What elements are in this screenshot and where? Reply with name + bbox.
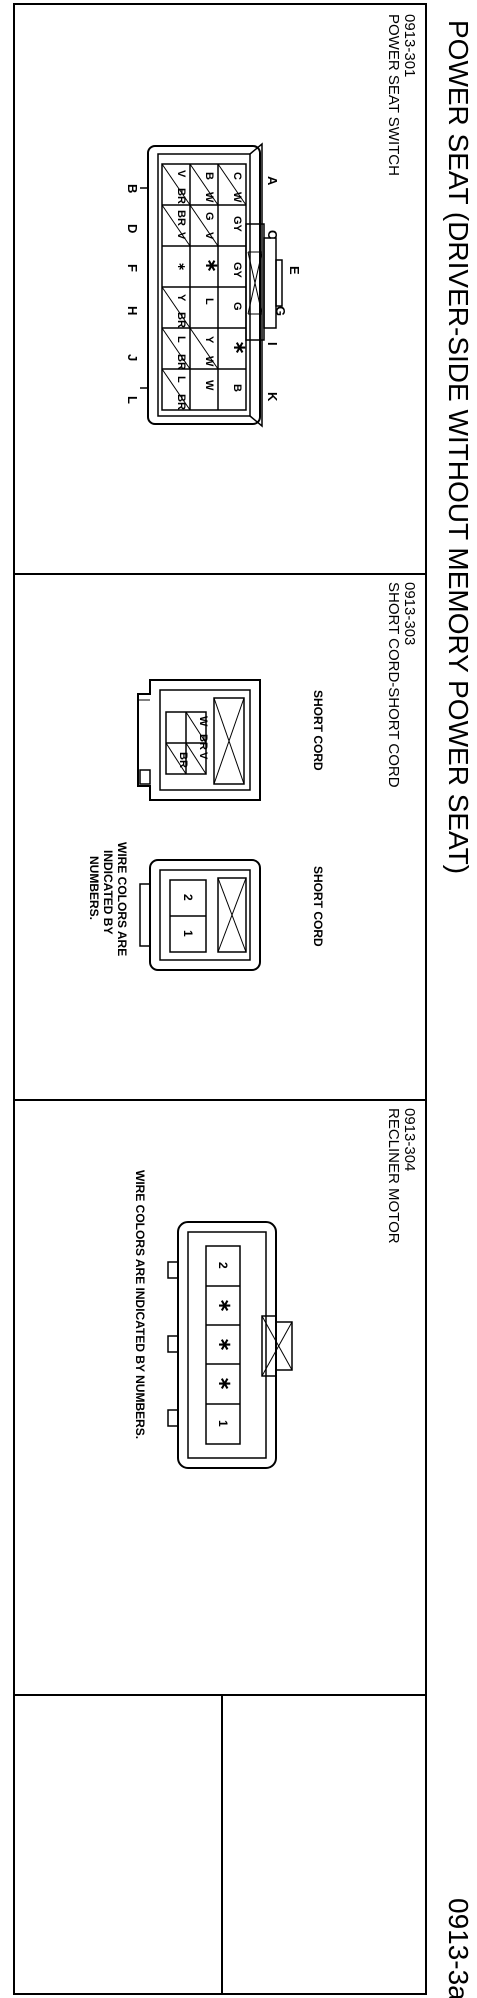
cavity-label: V: [175, 232, 187, 240]
recliner-pin-label: ∗: [215, 1298, 235, 1313]
connector-301-name: POWER SEAT SWITCH: [385, 14, 402, 176]
short-cord-label-lower: SHORT CORD: [311, 866, 325, 947]
terminal-letter: H: [125, 306, 140, 315]
short-cord-male-connector: W BR V BR SHORT CORD: [137, 679, 325, 801]
terminal-letter: L: [125, 396, 140, 404]
cavity-label: GY: [231, 216, 243, 233]
connector-303-name: SHORT CORD-SHORT CORD: [385, 582, 402, 788]
cavity-label: L: [175, 336, 187, 343]
cavity-label: V: [175, 170, 187, 178]
cavity-label: W: [203, 192, 215, 203]
connector-303-code: 0913-303: [401, 582, 418, 645]
terminal-letter: A: [265, 176, 280, 186]
female-pin-label: 2: [181, 894, 195, 901]
power-seat-switch-connector: C W B W V BR G V BR V GY ∗ GY ∗ G L Y BR…: [125, 142, 302, 428]
terminal-letter: G: [273, 306, 288, 316]
recliner-motor-connector: 2 ∗ ∗ ∗ 1 WIRE COLORS ARE INDICATED BY N…: [133, 1170, 293, 1469]
cavity-label: GY: [231, 262, 243, 279]
cavity-label: L: [175, 376, 187, 383]
cavity-label: ∗: [202, 258, 222, 273]
recliner-pin-label: ∗: [215, 1337, 235, 1352]
connector-301-code: 0913-301: [401, 14, 418, 77]
terminal-letter: F: [125, 264, 140, 272]
cavity-label: Y: [203, 336, 215, 344]
cavity-label: C: [231, 172, 243, 180]
cavity-label: G: [231, 302, 243, 311]
cavity-label: L: [203, 298, 215, 305]
male-wire-label: W: [197, 716, 209, 727]
female-pin-label: 1: [181, 930, 195, 937]
cavity-label: ∗: [230, 340, 250, 355]
switch-cavity-labels: C W B W V BR G V BR V GY ∗ GY ∗ G L Y BR…: [175, 170, 250, 410]
terminal-letter: D: [125, 224, 140, 233]
cavity-label: W: [203, 380, 215, 391]
short-cord-label-upper: SHORT CORD: [311, 690, 325, 771]
cavity-label: B: [231, 384, 243, 392]
rotated-labels: POWER SEAT (DRIVER-SIDE WITHOUT MEMORY P…: [385, 14, 474, 1998]
terminal-letter: C: [265, 230, 280, 240]
recliner-note: WIRE COLORS ARE INDICATED BY NUMBERS.: [133, 1170, 147, 1439]
short-cord-note: WIRE COLORS ARE INDICATED BY NUMBERS.: [87, 842, 129, 956]
cavity-label: BR: [175, 354, 187, 370]
cavity-label: G: [203, 212, 215, 221]
cavity-label: W: [203, 356, 215, 367]
connector-304-code: 0913-304: [401, 1108, 418, 1171]
page-frame: [13, 3, 427, 1995]
male-wire-label: BR: [177, 752, 189, 768]
terminal-letter: I: [265, 342, 280, 346]
recliner-pin-label: ∗: [215, 1376, 235, 1391]
recliner-pin-label: 1: [216, 1420, 230, 1427]
short-cord-female-connector: 2 1 SHORT CORD: [139, 859, 325, 971]
short-cord-connectors: W BR V BR SHORT CORD 2 1 SHORT CORD: [87, 679, 325, 971]
terminal-letter: B: [125, 184, 140, 193]
cavity-label: B: [203, 172, 215, 180]
cavity-label: BR: [175, 394, 187, 410]
cavity-label: ∗: [175, 262, 187, 271]
terminal-letter: E: [287, 266, 302, 275]
short-cord-note-line: WIRE COLORS ARE: [115, 842, 129, 956]
short-cord-note-line: INDICATED BY: [101, 850, 115, 934]
page-title: POWER SEAT (DRIVER-SIDE WITHOUT MEMORY P…: [443, 20, 474, 874]
cavity-label: Y: [175, 294, 187, 302]
recliner-pin-label: 2: [216, 1262, 230, 1269]
male-wire-label: V: [197, 752, 209, 760]
terminal-letter: K: [265, 392, 280, 402]
short-cord-note-line: NUMBERS.: [87, 856, 101, 920]
page-number: 0913-3a: [443, 1898, 474, 1998]
cavity-label: V: [203, 232, 215, 240]
connector-304-name: RECLINER MOTOR: [385, 1108, 402, 1244]
switch-latch: [245, 223, 283, 341]
terminal-letter: J: [125, 354, 140, 361]
cavity-label: W: [231, 192, 243, 203]
switch-terminal-letters: A C E G I K B D F H J L: [125, 176, 302, 404]
cavity-label: BR: [175, 312, 187, 328]
male-wire-label: BR: [197, 734, 209, 750]
cavity-label: BR: [175, 210, 187, 226]
switch-cavity-grid: [161, 163, 247, 411]
cavity-label: BR: [175, 188, 187, 204]
